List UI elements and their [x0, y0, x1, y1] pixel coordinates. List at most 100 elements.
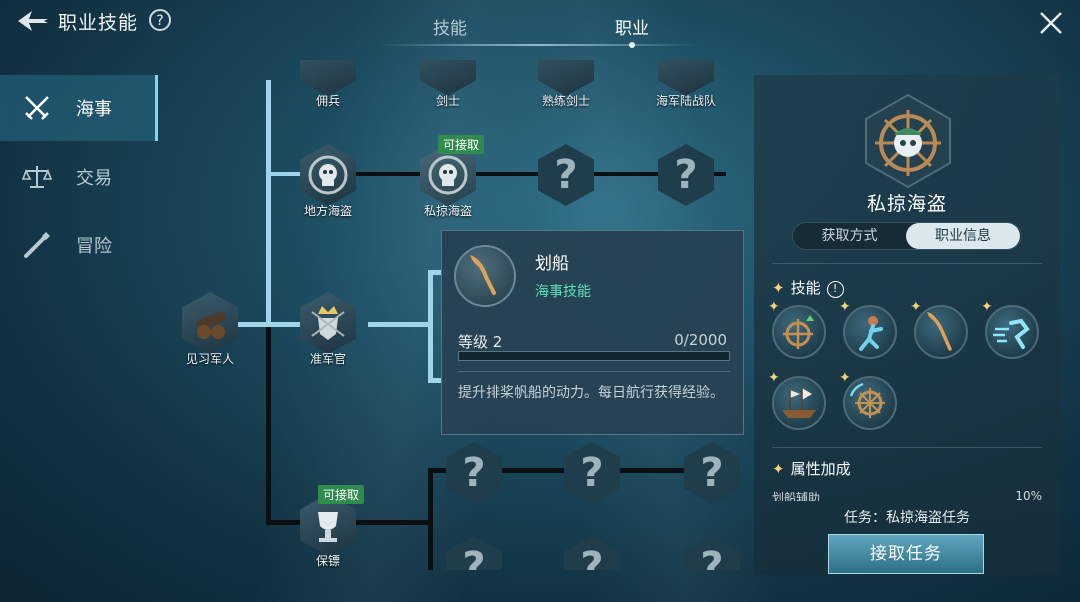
available-badge: 可接取	[318, 485, 365, 504]
locked-icon: ?	[564, 442, 620, 504]
job-node-trainee-soldier[interactable]: 见习军人	[170, 288, 250, 368]
skull-helm-icon	[420, 144, 476, 206]
tree-line	[266, 324, 271, 524]
job-node-local-pirate[interactable]: 地方海盗	[288, 140, 368, 220]
tab-profession[interactable]: 职业	[615, 19, 649, 39]
segment-acquire-method[interactable]: 获取方式	[821, 228, 878, 244]
sparkle-icon: ✦	[839, 299, 851, 315]
skill-oar[interactable]: ✦	[910, 299, 968, 359]
job-node-locked[interactable]: ?	[526, 140, 606, 220]
sparkle-icon: ✦	[910, 299, 922, 315]
info-icon[interactable]: !	[826, 281, 844, 298]
cannon-icon	[182, 292, 238, 354]
sparkle-icon: ✦	[981, 299, 993, 315]
galleon-icon	[782, 388, 816, 418]
job-tree: 佣兵 剑士 熟练剑士 海军陆战队 地方海盗	[160, 60, 750, 570]
tree-line	[428, 270, 448, 275]
crossed-swords-icon	[25, 96, 49, 120]
tab-skills[interactable]: 技能	[433, 19, 467, 39]
winged-sword-icon	[538, 60, 594, 96]
helmet-icon	[300, 60, 356, 96]
tree-line	[266, 172, 326, 176]
tree-line	[428, 378, 448, 383]
sailor-boost-icon	[859, 316, 883, 351]
skill-helm-upgrade[interactable]: ✦	[768, 299, 826, 359]
job-node-bodyguard[interactable]: 保镖 可接取	[288, 485, 368, 570]
sprint-icon	[993, 318, 1030, 349]
node-name: 熟练剑士	[541, 94, 590, 108]
accept-task-button[interactable]: 接取任务	[828, 534, 984, 574]
locked-icon: ?	[684, 536, 740, 570]
locked-icon: ?	[564, 536, 620, 570]
locked-icon: ?	[658, 144, 714, 206]
job-node-locked[interactable]: ?	[552, 438, 632, 518]
sidebar-item-label: 海事	[76, 99, 112, 120]
sidebar-item-label: 交易	[76, 168, 112, 189]
segment-job-info[interactable]: 职业信息	[906, 223, 1020, 249]
oar-icon	[454, 245, 516, 307]
skill-sailor-boost[interactable]: ✦	[839, 299, 897, 359]
info-segment-control: 获取方式 职业信息	[792, 222, 1022, 250]
pirate-helm-emblem-icon	[864, 93, 952, 189]
skill-type: 海事技能	[535, 284, 591, 300]
winged-helmet-icon	[658, 60, 714, 96]
job-node-locked[interactable]: ?	[434, 438, 514, 518]
node-name: 私掠海盗	[423, 204, 472, 218]
available-badge: 可接取	[438, 135, 485, 154]
sidebar-item-maritime[interactable]: 海事	[0, 75, 158, 141]
skill-galleon[interactable]: ✦	[768, 370, 826, 430]
oar-icon	[927, 312, 952, 351]
skill-progress-text: 0/2000	[674, 331, 727, 349]
skill-sprint[interactable]: ✦	[981, 299, 1039, 359]
tree-line	[428, 270, 433, 382]
help-icon[interactable]: ?	[149, 9, 171, 31]
locked-icon: ?	[446, 442, 502, 504]
divider	[772, 263, 1042, 264]
tab-underline	[378, 44, 698, 46]
skill-helm-rotate[interactable]: ✦	[839, 370, 897, 430]
scales-icon	[22, 166, 52, 188]
job-node-swordsman[interactable]: 剑士	[408, 60, 488, 110]
job-node-locked[interactable]: ?	[552, 532, 632, 570]
tree-line	[266, 520, 306, 525]
sidebar-item-trade[interactable]: 交易	[0, 144, 158, 210]
helm-rotate-icon	[849, 382, 885, 418]
skill-progress-bar	[458, 351, 730, 361]
job-info-panel: 私掠海盗 获取方式 职业信息 ✦技能! ✦ ✦ ✦ ✦	[754, 75, 1060, 575]
job-title: 私掠海盗	[866, 193, 947, 215]
skill-level: 等级 2	[458, 333, 503, 351]
node-name: 佣兵	[315, 94, 340, 108]
node-name: 海军陆战队	[655, 94, 716, 108]
job-node-marines[interactable]: 海军陆战队	[646, 60, 726, 110]
job-node-privateer[interactable]: 私掠海盗 可接取	[408, 135, 488, 220]
job-node-warrant-officer[interactable]: 准军官	[288, 288, 368, 368]
tree-line	[428, 468, 433, 570]
node-name: 保镖	[315, 554, 340, 568]
job-node-locked[interactable]: ?	[672, 438, 750, 518]
sparkle-icon: ✦	[839, 370, 851, 386]
node-name: 准军官	[309, 352, 346, 366]
sidebar-item-adventure[interactable]: 冒险	[0, 212, 158, 278]
tree-line	[368, 322, 428, 327]
active-tab-indicator	[629, 42, 635, 48]
skill-tooltip: 划船 海事技能 等级 2 0/2000 提升排桨帆船的动力。每日航行获得经验。	[441, 230, 744, 435]
helm-upgrade-icon	[783, 315, 814, 349]
attributes-section-title: ✦属性加成	[772, 460, 851, 478]
skull-helm-icon	[300, 144, 356, 206]
job-node-skilled-swordsman[interactable]: 熟练剑士	[526, 60, 606, 110]
node-name: 见习军人	[185, 352, 234, 366]
back-arrow-icon[interactable]	[16, 8, 50, 34]
tree-line	[266, 80, 271, 324]
attribute-value: 10%	[1015, 489, 1042, 501]
attribute-row: 划船辅助 10%	[772, 489, 1042, 501]
job-node-locked[interactable]: ?	[672, 532, 750, 570]
locked-icon: ?	[446, 536, 502, 570]
job-node-locked[interactable]: ?	[646, 140, 726, 220]
job-node-locked[interactable]: ?	[434, 532, 514, 570]
crown-shield-icon	[300, 292, 356, 354]
sparkle-icon: ✦	[768, 370, 780, 386]
locked-icon: ?	[538, 144, 594, 206]
attribute-label: 划船辅助	[772, 491, 821, 501]
job-node-mercenary[interactable]: 佣兵	[288, 60, 368, 110]
close-icon[interactable]	[1038, 10, 1064, 36]
